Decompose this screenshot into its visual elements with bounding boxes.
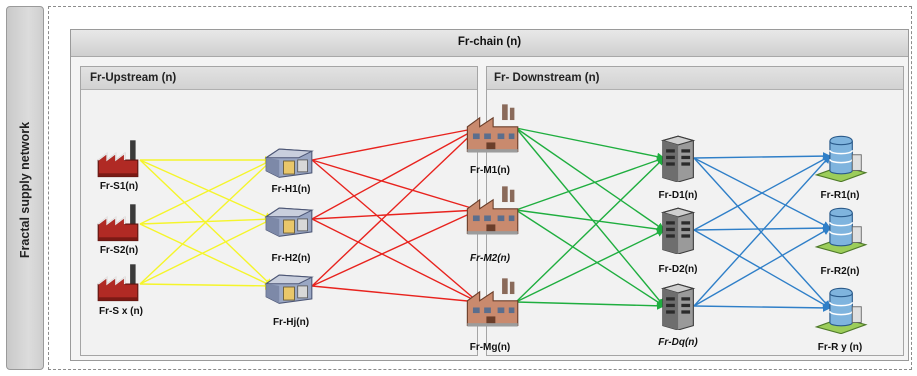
distributor-2-label: Fr-D2(n)	[658, 264, 698, 275]
distributor-2-dc-icon	[662, 207, 694, 254]
manufacturer-distributor-link	[515, 301, 665, 310]
hub-manufacturer-link	[311, 209, 479, 287]
distributor-retailer-link	[693, 155, 831, 307]
distributor-retailer-link	[693, 155, 831, 231]
manufacturer-distributor-link	[515, 127, 665, 307]
supplier-x-factory-icon	[97, 264, 139, 302]
retailer-2-label: Fr-R2(n)	[820, 266, 860, 277]
hub-manufacturer-link	[311, 127, 479, 287]
manufacturer-distributor-link	[515, 209, 665, 234]
chain-title: Fr-chain (n)	[457, 36, 522, 48]
hub-j-warehouse-icon	[265, 274, 313, 304]
manufacturer-2-plant-icon	[466, 186, 519, 236]
network-frame	[48, 6, 912, 370]
supplier-2-factory-icon	[97, 204, 139, 242]
supplier-hub-link	[139, 281, 273, 290]
supplier-1-factory-icon	[97, 140, 139, 178]
distributor-retailer-link	[693, 303, 831, 312]
distributor-1-label: Fr-D1(n)	[658, 190, 698, 201]
distributor-retailer-link	[693, 229, 831, 309]
manufacturer-1-label: Fr-M1(n)	[470, 165, 510, 176]
supplier-hub-link	[139, 159, 273, 225]
distributor-retailer-link	[693, 152, 831, 161]
manufacturer-distributor-link	[515, 127, 665, 231]
supplier-hub-link	[139, 159, 273, 220]
retailer-1-label: Fr-R1(n)	[820, 190, 860, 201]
hub-manufacturer-link	[311, 159, 479, 303]
supplier-1-label: Fr-S1(n)	[99, 181, 139, 192]
supplier-hub-link	[139, 218, 273, 285]
chain-header	[71, 30, 908, 57]
distributor-q-label: Fr-Dq(n)	[658, 337, 698, 348]
manufacturer-distributor-link	[515, 209, 665, 307]
supplier-x-label: Fr-S x (n)	[99, 306, 143, 317]
retailer-y-building-icon	[815, 287, 867, 334]
sidebar-panel	[6, 6, 44, 370]
manufacturer-distributor-link	[515, 156, 665, 211]
manufacturer-2-label: Fr-M2(n)	[470, 253, 510, 264]
hub-2-label: Fr-H2(n)	[271, 253, 311, 264]
supplier-hub-link	[139, 159, 273, 287]
distributor-1-dc-icon	[662, 135, 694, 182]
manufacturer-distributor-link	[515, 229, 665, 303]
manufacturer-distributor-link	[515, 127, 665, 161]
hub-manufacturer-link	[311, 159, 479, 212]
downstream-header	[487, 67, 903, 90]
retailer-y-label: Fr-R y (n)	[817, 342, 863, 353]
hub-j-label: Fr-Hj(n)	[272, 317, 310, 328]
manufacturer-g-label: Fr-Mg(n)	[469, 342, 511, 353]
upstream-title: Fr-Upstream (n)	[90, 72, 177, 84]
hub-manufacturer-link	[311, 285, 479, 306]
manufacturer-distributor-link	[515, 157, 665, 303]
distributor-q-dc-icon	[662, 283, 694, 330]
hub-1-label: Fr-H1(n)	[271, 184, 311, 195]
distributor-retailer-link	[693, 227, 831, 307]
manufacturer-g-plant-icon	[466, 278, 519, 328]
hub-1-warehouse-icon	[265, 148, 313, 178]
hub-manufacturer-link	[311, 206, 479, 220]
hub-manufacturer-link	[311, 218, 479, 303]
supplier-hub-link	[139, 159, 273, 285]
hub-2-warehouse-icon	[265, 207, 313, 237]
manufacturer-1-plant-icon	[466, 104, 519, 154]
downstream-title: Fr- Downstream (n)	[494, 72, 600, 84]
supplier-hub-link	[139, 223, 273, 287]
upstream-header	[81, 67, 477, 90]
distributor-retailer-link	[693, 224, 831, 233]
distributor-retailer-link	[693, 157, 831, 309]
hub-manufacturer-link	[311, 127, 479, 220]
hub-manufacturer-link	[311, 125, 479, 161]
supplier-2-label: Fr-S2(n)	[99, 245, 139, 256]
